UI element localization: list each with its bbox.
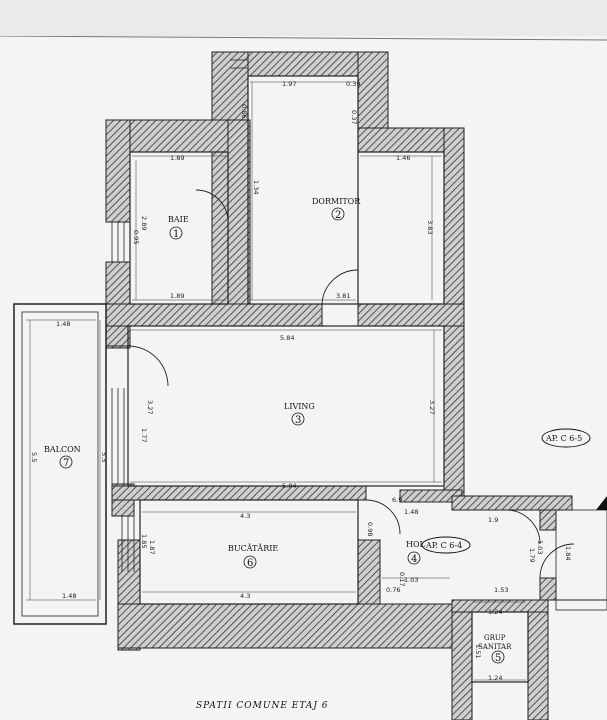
dim-label: 0.86	[240, 104, 248, 118]
dim-label: 0.95	[132, 230, 140, 244]
footer-caption: SPATII COMUNE ETAJ 6	[196, 701, 329, 711]
dim-label: 3.27	[146, 400, 154, 414]
dim-label: 5.5	[100, 452, 108, 462]
dim-label: 1.46	[396, 154, 410, 162]
dim-label: 6.9	[392, 496, 402, 504]
room-label-hol: HOL	[406, 540, 426, 549]
room-number-balcon: 7	[63, 458, 69, 469]
dim-label: 5.84	[280, 334, 294, 342]
room-outlines	[13, 75, 607, 683]
dim-label: 1.89	[170, 154, 184, 162]
dim-label: 0.39	[346, 80, 360, 88]
room-number-grup-sanitar: 5	[495, 653, 501, 664]
dim-label: 1.89	[170, 292, 184, 300]
stair-arrow-icon	[596, 496, 607, 510]
dimension-lines	[26, 81, 526, 681]
dim-label: 1.03	[404, 576, 418, 584]
dim-label: 4.3	[240, 512, 250, 520]
room-number-baie: 1	[173, 229, 179, 240]
apartment-tag-current: AP. C 6-4	[425, 541, 462, 550]
room-label-grup-sanitar-1: GRUP	[484, 634, 506, 642]
dim-label: 0.37	[350, 110, 358, 124]
dim-label: 1.03	[536, 540, 544, 554]
room-label-grup-sanitar-2: SANITAR	[478, 643, 512, 651]
dim-label: 1.9	[488, 516, 498, 524]
dim-label: 5.84	[282, 482, 296, 490]
dim-label: 1.48	[56, 320, 70, 328]
room-label-balcon: BALCON	[44, 445, 81, 454]
dim-label: 1.48	[404, 508, 418, 516]
dim-label: 5.5	[30, 452, 38, 462]
room-label-bucatarie: BUCĂTĂRIE	[228, 544, 278, 553]
room-label-dormitor: DORMITOR	[312, 197, 361, 206]
dim-label: 0.98	[366, 522, 374, 536]
windows	[111, 59, 248, 572]
dim-label: 3.27	[428, 400, 436, 414]
dim-label: 0.17	[398, 572, 406, 586]
walls	[105, 51, 573, 720]
dim-label: 1.87	[148, 540, 156, 554]
dim-label: 3.83	[426, 220, 434, 234]
dim-label: 1.79	[528, 548, 536, 562]
room-number-hol: 4	[411, 554, 417, 565]
dim-label: 1.85	[140, 534, 148, 548]
room-number-bucatarie: 6	[247, 558, 253, 569]
dim-label: 3.81	[336, 292, 350, 300]
dim-label: 1.24	[488, 674, 502, 682]
room-label-living: LIVING	[284, 402, 315, 411]
dim-label: 1.34	[252, 180, 260, 194]
room-number-dormitor: 2	[335, 210, 341, 221]
dim-label: 0.76	[386, 586, 400, 594]
doors	[127, 189, 575, 579]
apartment-tag-neighbor: AP. C 6-5	[545, 434, 582, 443]
dim-label: 1.24	[488, 608, 502, 616]
dim-label: 1.48	[62, 592, 76, 600]
room-number-living: 3	[295, 415, 301, 426]
room-label-baie: BAIE	[168, 215, 189, 224]
dimension-labels: 1.97 0.39 0.86 0.37 1.46 1.89 1.89 3.81 …	[30, 80, 572, 682]
dim-label: 4.3	[240, 592, 250, 600]
dim-label: 1.77	[140, 428, 148, 442]
dim-label: 2.89	[140, 216, 148, 230]
dim-label: 1.84	[564, 546, 572, 560]
dim-label: 1.51	[474, 644, 482, 658]
dim-label: 1.97	[282, 80, 296, 88]
dim-label: 1.53	[494, 586, 508, 594]
